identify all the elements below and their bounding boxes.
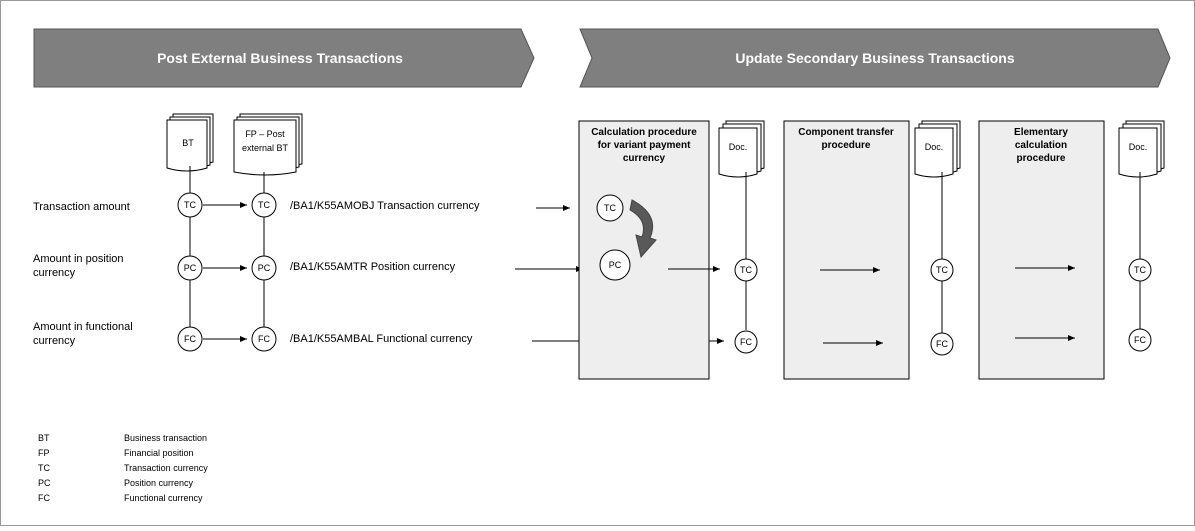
procedure-variant-payment-title-1: Calculation procedure [591,127,697,138]
legend-desc-fc: Functional currency [124,493,203,503]
doc-stack-2: Doc. [914,120,961,178]
banner-post-external-text: Post External Business Transactions [157,50,403,66]
doc-stack-3: Doc. [1118,120,1165,178]
node-fc-doc3-label: FC [1134,335,1146,345]
procedure-variant-payment-title-2: for variant payment [598,140,691,151]
row-label-functional-2: currency [33,335,76,347]
node-pc-fp [251,255,277,281]
node-tc-proc-label: TC [604,203,616,213]
procedure-elementary-calc-title-2: calculation [1015,140,1067,151]
legend-desc-tc: Transaction currency [124,463,208,473]
node-tc-proc [596,194,624,222]
node-fc-bt [177,326,203,352]
procedure-component-transfer-title-2: procedure [822,140,871,151]
field-k55amtr: /BA1/K55AMTR Position currency [290,261,456,273]
doc-bt-label: BT [182,138,194,148]
node-tc-doc1 [734,258,758,282]
procedure-elementary-calc-box [978,120,1105,380]
procedure-elementary-calc-title-3: procedure [1017,153,1066,164]
node-fc-fp-label: FC [258,334,270,344]
procedure-component-transfer-box [783,120,910,380]
node-fc-doc1 [734,330,758,354]
doc-fp-label-1: FP – Post [245,129,285,139]
node-tc-doc1-label: TC [740,265,752,275]
doc-stack-fp: FP – Post external BT [233,113,303,176]
node-fc-bt-label: FC [184,334,196,344]
row-label-position-1: Amount in position [33,253,124,265]
node-pc-bt-label: PC [184,263,197,273]
node-tc-doc2 [930,258,954,282]
legend-abbr-fp: FP [38,448,50,458]
banner-update-secondary [579,28,1171,88]
banner-update-secondary-text: Update Secondary Business Transactions [735,50,1015,66]
row-label-functional-1: Amount in functional [33,321,133,333]
node-tc-bt-label: TC [184,200,196,210]
procedure-elementary-calc-title-1: Elementary [1014,127,1068,138]
node-tc-doc3-label: TC [1134,265,1146,275]
node-tc-fp-label: TC [258,200,270,210]
legend-abbr-fc: FC [38,493,50,503]
node-fc-doc2-label: FC [936,339,948,349]
node-fc-doc1-label: FC [740,337,752,347]
node-tc-fp [251,192,277,218]
procedure-component-transfer-title-1: Component transfer [798,127,894,138]
doc-fp-label-2: external BT [242,143,289,153]
node-pc-fp-label: PC [258,263,271,273]
node-fc-fp [251,326,277,352]
node-pc-bt [177,255,203,281]
legend-abbr-bt: BT [38,433,50,443]
field-k55amobj: /BA1/K55AMOBJ Transaction currency [290,200,480,212]
node-tc-doc3 [1128,258,1152,282]
legend: BT Business transaction FP Financial pos… [38,433,208,503]
legend-abbr-pc: PC [38,478,51,488]
row-label-position-2: currency [33,267,76,279]
node-pc-proc-label: PC [609,260,622,270]
procedure-variant-payment-title-3: currency [623,153,666,164]
banner-post-external [33,28,535,88]
doc-2-label: Doc. [925,142,944,152]
doc-stack-1: Doc. [718,120,765,178]
node-tc-bt [177,192,203,218]
legend-desc-bt: Business transaction [124,433,207,443]
doc-stack-bt: BT [166,113,214,172]
node-fc-doc2 [930,332,954,356]
legend-abbr-tc: TC [38,463,50,473]
legend-desc-fp: Financial position [124,448,194,458]
field-k55ambal: /BA1/K55AMBAL Functional currency [290,333,473,345]
node-tc-doc2-label: TC [936,265,948,275]
legend-desc-pc: Position currency [124,478,194,488]
doc-3-label: Doc. [1129,142,1148,152]
row-label-transaction-amount: Transaction amount [33,201,130,213]
node-fc-doc3 [1128,328,1152,352]
node-pc-proc [599,249,631,281]
conversion-curved-arrow [629,199,657,259]
doc-1-label: Doc. [729,142,748,152]
